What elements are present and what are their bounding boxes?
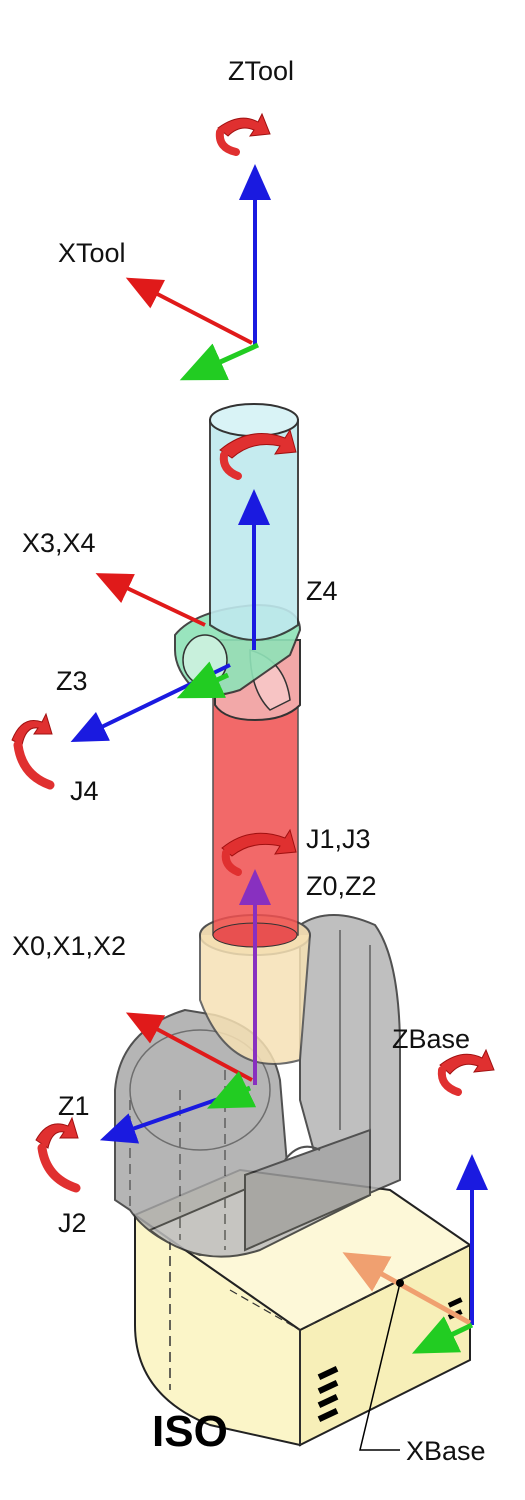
rotation-arrow-z4 — [219, 428, 297, 480]
axis-x0x1x2 — [125, 1012, 253, 1082]
label-zbase: ZBase — [392, 1024, 470, 1054]
xbase-leader-line — [359, 1282, 401, 1451]
axis-ytool — [179, 342, 260, 381]
label-j2: J2 — [58, 1208, 87, 1238]
axis-ybase — [411, 1316, 474, 1354]
rotation-arrow-ztool — [215, 112, 271, 156]
rotation-arrow-zbase — [437, 1048, 495, 1096]
axis-xtool — [125, 277, 253, 345]
label-xbase: XBase — [406, 1436, 486, 1466]
axis-x3x4 — [95, 573, 206, 627]
label-z1: Z1 — [58, 1091, 90, 1121]
label-j4: J4 — [70, 776, 99, 806]
rotation-arrow-j1j3 — [221, 828, 297, 876]
rotation-arrow-j2 — [35, 1116, 81, 1193]
label-iso: ISO — [152, 1407, 228, 1456]
label-xtool: XTool — [58, 238, 126, 268]
axis-y1 — [206, 1071, 257, 1109]
axis-z3 — [70, 663, 231, 742]
label-z4: Z4 — [306, 576, 338, 606]
label-x0x1x2: X0,X1,X2 — [12, 931, 126, 961]
label-z0z2: Z0,Z2 — [306, 871, 377, 901]
label-ztool: ZTool — [228, 56, 294, 86]
label-x3x4: X3,X4 — [22, 528, 96, 558]
label-z3: Z3 — [56, 666, 88, 696]
rotation-arrow-j4 — [11, 712, 55, 790]
axis-y3 — [176, 661, 230, 699]
label-j1j3: J1,J3 — [306, 824, 371, 854]
